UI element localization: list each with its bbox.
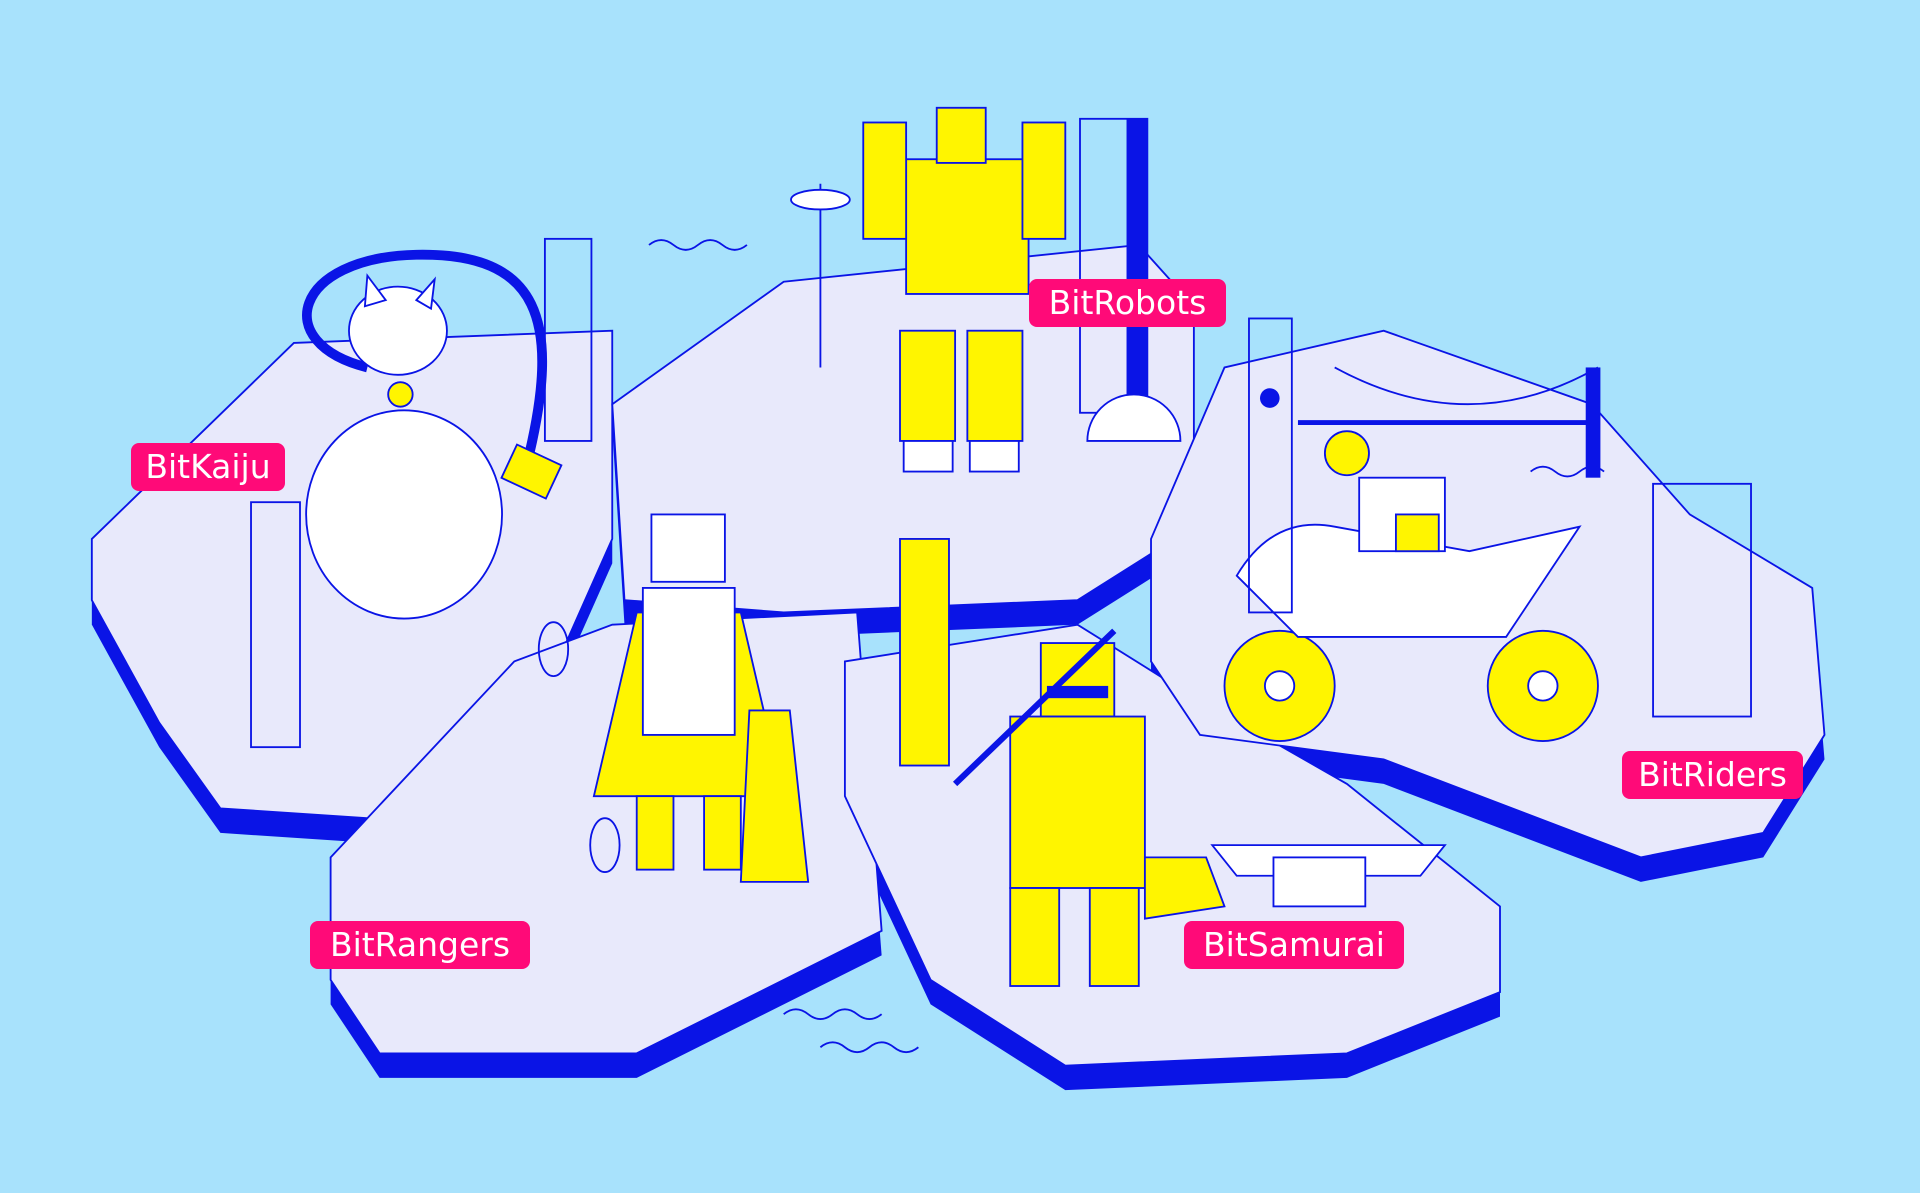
label-bitrangers: BitRangers (310, 921, 530, 969)
label-bitkaiju: BitKaiju (131, 443, 285, 491)
kaiju-cat-figure (250, 237, 593, 749)
label-bitrobots: BitRobots (1029, 279, 1226, 327)
rider-figure (1223, 317, 1752, 742)
robot-figure (790, 106, 1182, 473)
label-bitsamurai: BitSamurai (1184, 921, 1404, 969)
samurai-figure (899, 538, 1447, 987)
water-waves (648, 239, 1605, 1054)
label-bitriders: BitRiders (1622, 751, 1803, 799)
ranger-figure (537, 513, 810, 883)
